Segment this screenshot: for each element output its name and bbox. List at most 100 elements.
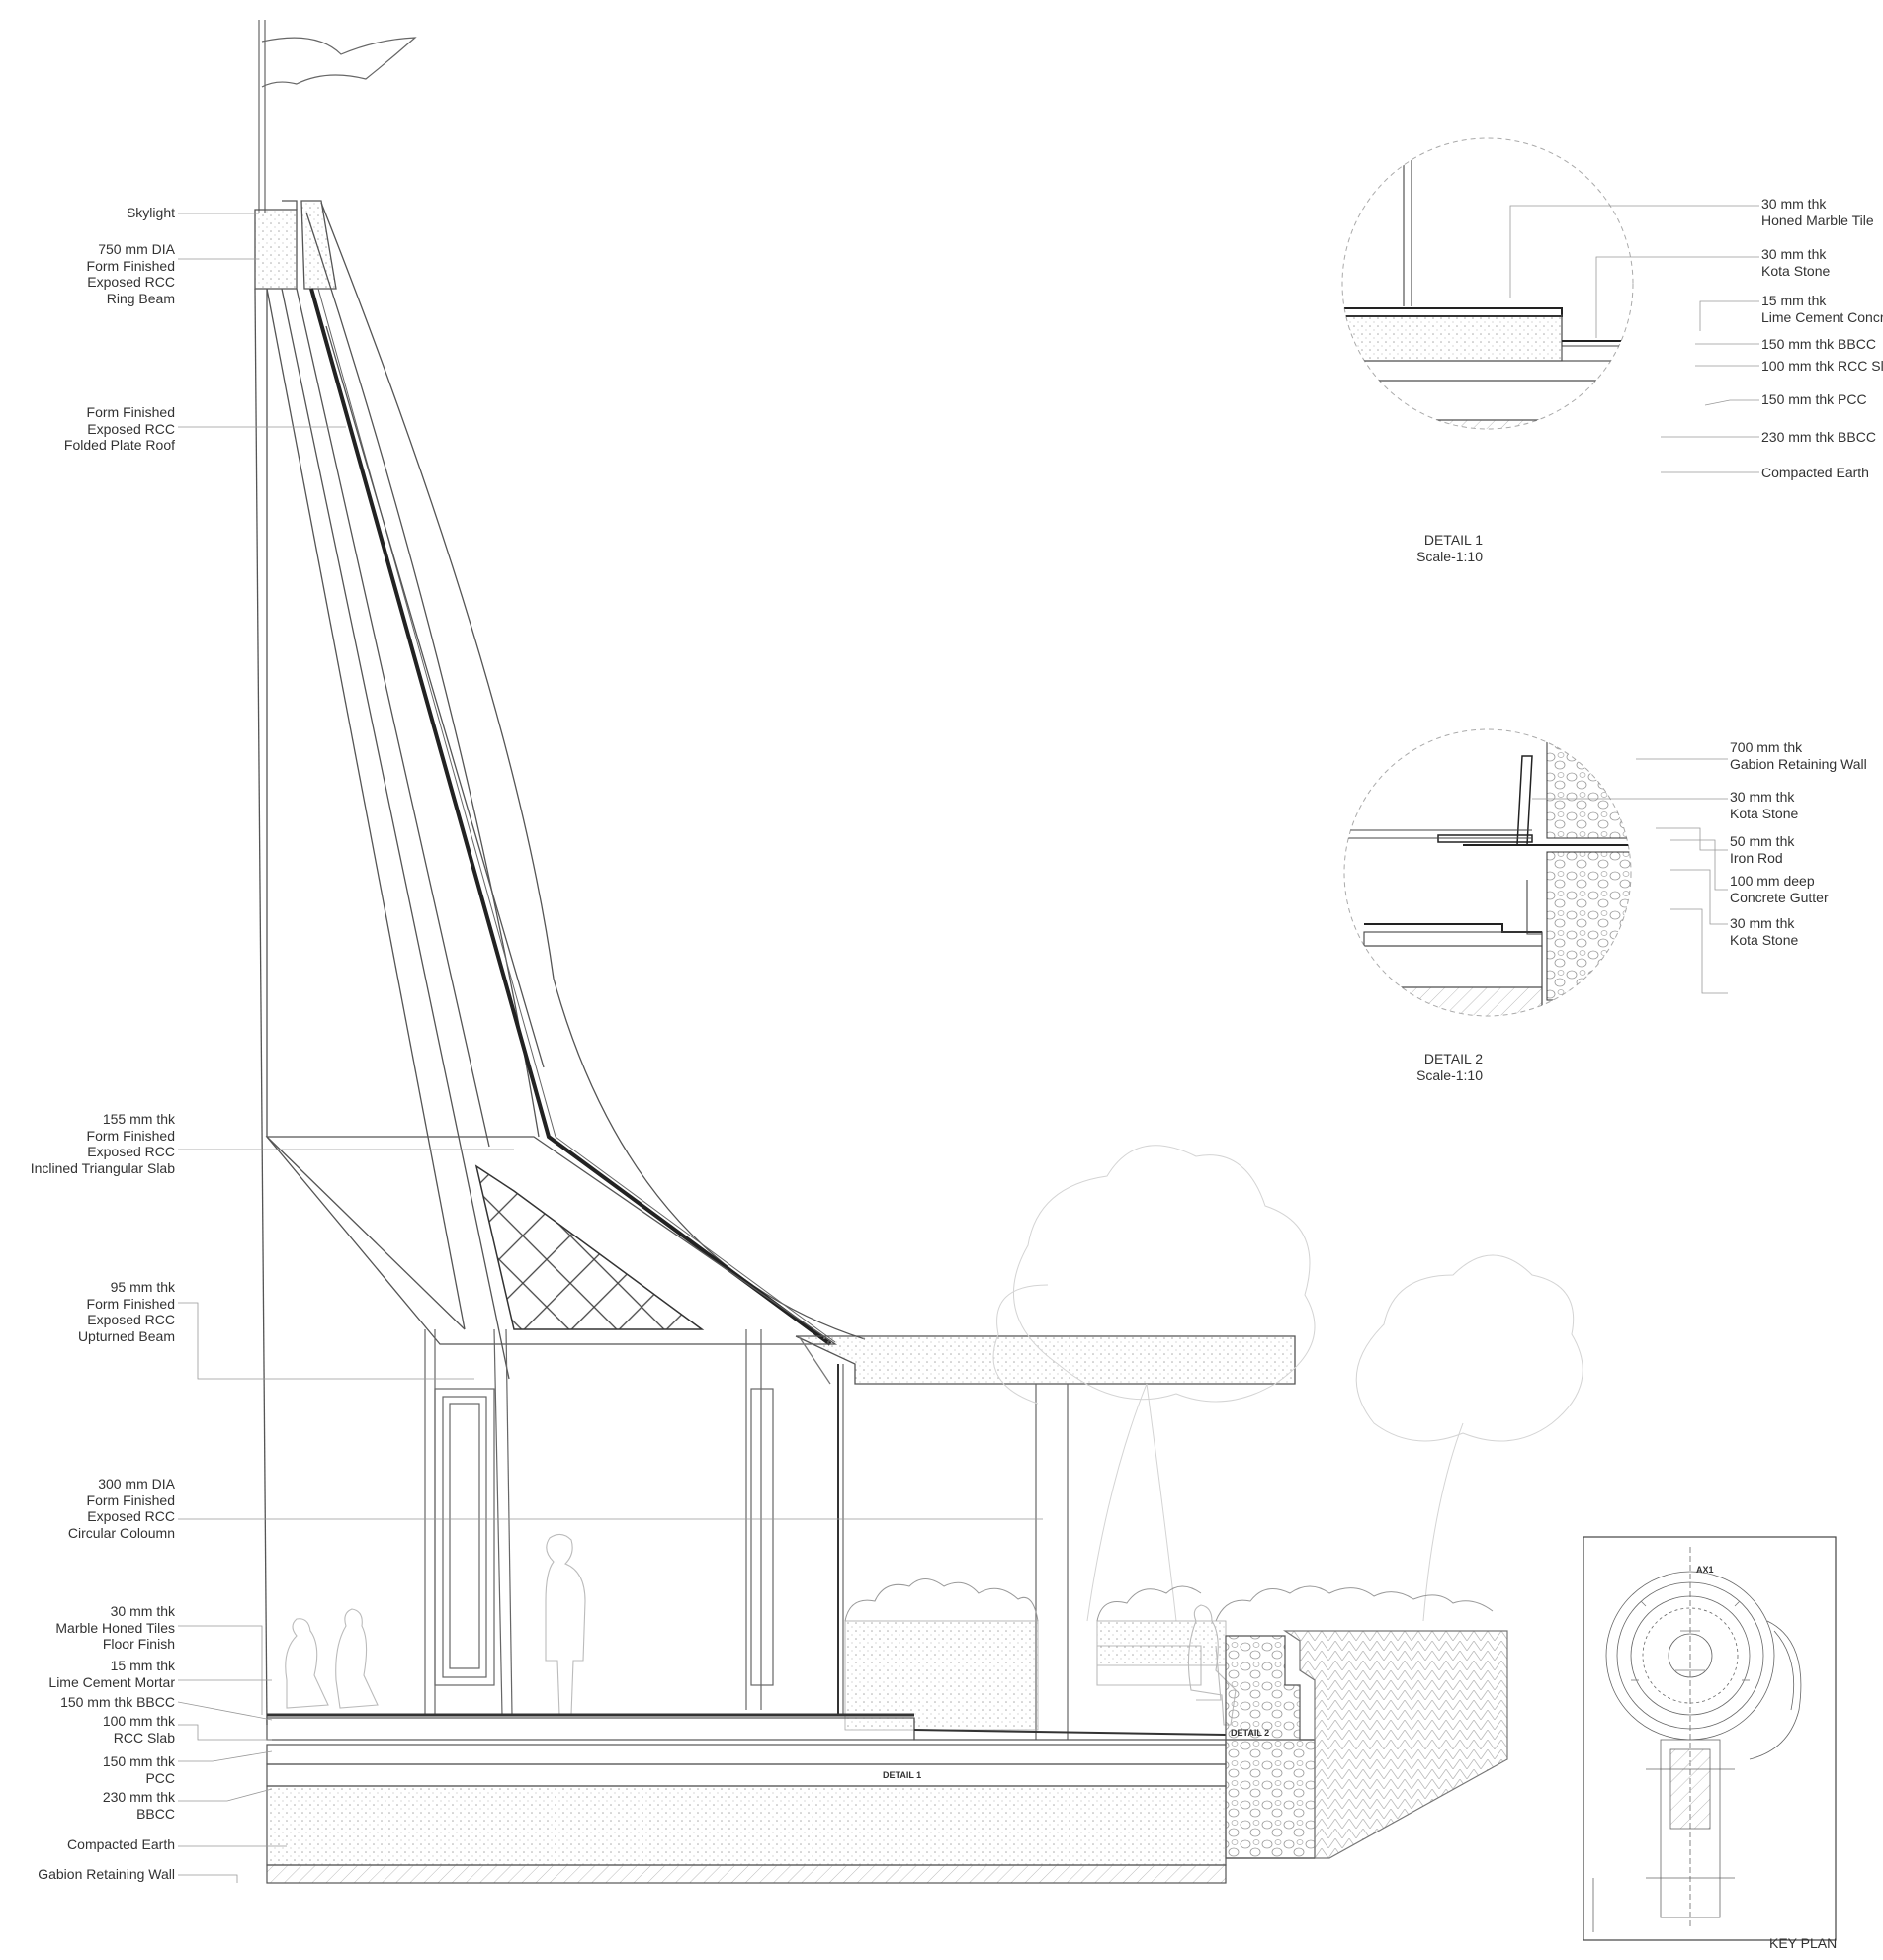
section-label-rcc-slab: 100 mm thk RCC Slab [103,1713,175,1746]
detail1-label-kota-stone: 30 mm thk Kota Stone [1761,246,1830,279]
planter-wall-2 [1096,1620,1227,1666]
label-line: 15 mm thk [1761,293,1827,308]
label-line: 150 mm thk [102,1753,175,1769]
key-plan-drawing [1583,1536,1837,1941]
label-line: Gabion Retaining Wall [1730,755,1867,772]
detail-scale-text: Scale-1:10 [1416,1067,1483,1083]
label-line: 230 mm thk [102,1789,175,1805]
label-line: 30 mm thk [1761,196,1827,212]
label-line: Exposed RCC [87,1144,175,1159]
label-line: Form Finished [86,1491,175,1508]
detail2-label-kota-stone-top: 30 mm thk Kota Stone [1730,789,1798,821]
label-line: Floor Finish [102,1636,175,1652]
section-label-inclined-slab: 155 mm thk Form Finished Exposed RCC Inc… [31,1111,175,1176]
label-line: 155 mm thk [102,1111,175,1127]
label-line: 300 mm DIA [98,1476,175,1491]
label-line: Honed Marble Tile [1761,212,1874,228]
label-line: Concrete Gutter [1730,889,1829,905]
detail2-label-kota-stone-bottom: 30 mm thk Kota Stone [1730,915,1798,948]
label-line: Circular Coloumn [67,1524,175,1541]
label-line: Form Finished [86,1127,175,1144]
section-label-bbcc-230: 230 mm thk BBCC [103,1789,175,1822]
detail2-label-iron-rod: 50 mm thk Iron Rod [1730,833,1794,866]
section-label-upturned-beam: 95 mm thk Form Finished Exposed RCC Uptu… [78,1279,175,1344]
label-line: PCC [145,1769,175,1786]
keyplan-axis-label: AX1 [1696,1565,1714,1575]
label-line: 30 mm thk [1761,246,1827,262]
shrubs [844,1578,1494,1622]
detail2-drawing [1343,728,1728,1017]
label-line: RCC Slab [113,1729,175,1746]
label-line: Gabion Retaining Wall [38,1866,175,1882]
skylight-grid-panel [474,1164,705,1330]
label-line: Exposed RCC [87,420,175,437]
label-line: 100 mm thk RCC Sl [1761,358,1883,374]
detail2-label-gabion-wall: 700 mm thk Gabion Retaining Wall [1730,739,1867,772]
label-line: Compacted Earth [67,1836,175,1852]
label-line: 150 mm thk BBCC [60,1694,175,1710]
label-line: 15 mm thk [110,1658,175,1673]
detail1-title: DETAIL 1 Scale-1:10 [1416,532,1483,565]
tower [254,200,1296,1726]
floor-layers [266,1630,1508,1884]
label-line: Kota Stone [1761,262,1831,279]
trees [992,1145,1583,1622]
keyplan-title: KEY PLAN [1769,1935,1838,1951]
section-label-bbcc-150: 150 mm thk BBCC [60,1694,175,1711]
detail-title-text: DETAIL 1 [1423,532,1483,548]
label-line: 750 mm DIA [98,241,175,257]
label-line: Kota Stone [1730,805,1799,821]
section-label-skylight: Skylight [127,205,175,221]
label-line: Ring Beam [106,290,175,306]
label-line: Form Finished [86,404,175,420]
section-label-compacted-earth: Compacted Earth [67,1836,175,1853]
label-line: Form Finished [86,257,175,274]
human-figures [285,1533,1237,1726]
label-line: 700 mm thk [1730,739,1803,755]
section-label-lime-cement-mortar: 15 mm thk Lime Cement Mortar [48,1658,175,1690]
label-line: Lime Cement Mortar [48,1673,175,1690]
detail2-callout-tag: DETAIL 2 [1231,1728,1270,1738]
detail1-label-lime-cement: 15 mm thk Lime Cement Concr [1761,293,1883,325]
interior-walls [424,1328,1069,1740]
label-line: Exposed RCC [87,1312,175,1327]
label-line: 30 mm thk [1730,915,1795,931]
label-line: 30 mm thk [110,1603,175,1619]
label-line: Inclined Triangular Slab [30,1159,175,1176]
label-line: Compacted Earth [1761,465,1869,480]
label-line: 30 mm thk [1730,789,1795,805]
section-label-pcc: 150 mm thk PCC [103,1753,175,1786]
label-line: 50 mm thk [1730,833,1795,849]
label-line: 100 mm thk [102,1713,175,1729]
label-line: Lime Cement Concr [1761,308,1883,325]
detail1-label-bbcc-230: 230 mm thk BBCC [1761,429,1876,446]
section-label-floor-finish: 30 mm thk Marble Honed Tiles Floor Finis… [55,1603,175,1653]
detail1-label-marble-tile: 30 mm thk Honed Marble Tile [1761,196,1874,228]
detail1-callout-tag: DETAIL 1 [883,1770,922,1780]
section-label-circular-column: 300 mm DIA Form Finished Exposed RCC Cir… [68,1476,175,1541]
label-line: Skylight [126,205,175,220]
label-line: Marble Honed Tiles [55,1619,175,1636]
leader-lines [177,213,1043,1883]
section-label-ring-beam: 750 mm DIA Form Finished Exposed RCC Rin… [87,241,175,306]
detail-title-text: DETAIL 2 [1423,1051,1483,1066]
label-line: Folded Plate Roof [63,437,175,453]
label-line: Form Finished [86,1295,175,1312]
detail2-title: DETAIL 2 Scale-1:10 [1416,1051,1483,1084]
detail1-drawing [1341,137,1759,473]
label-line: Exposed RCC [87,274,175,290]
label-line: 95 mm thk [110,1279,175,1295]
label-line: 100 mm deep [1730,873,1815,889]
detail1-label-rcc-slab: 100 mm thk RCC Sl [1761,358,1883,375]
label-line: Upturned Beam [77,1327,175,1344]
detail1-label-pcc: 150 mm thk PCC [1761,391,1867,408]
flag [258,20,417,213]
detail1-label-bbcc-150: 150 mm thk BBCC [1761,336,1876,353]
detail-scale-text: Scale-1:10 [1416,549,1483,564]
section-label-gabion-wall: Gabion Retaining Wall [38,1866,175,1883]
label-line: Iron Rod [1730,849,1783,866]
detail2-label-concrete-gutter: 100 mm deep Concrete Gutter [1730,873,1829,905]
label-line: Kota Stone [1730,931,1799,948]
